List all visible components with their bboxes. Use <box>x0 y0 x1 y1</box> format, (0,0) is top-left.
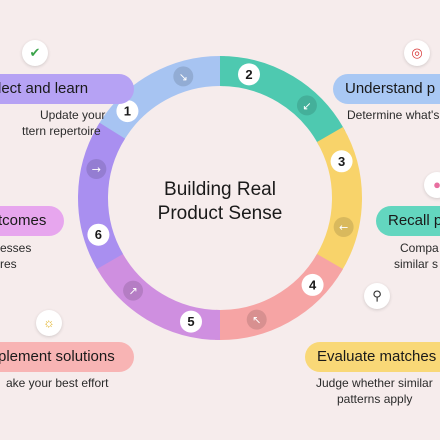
step-2-description-line-2: similar s <box>394 257 438 271</box>
step-number-4: 4 <box>309 277 317 292</box>
ring-segments <box>78 56 362 340</box>
step-badge-4 <box>301 273 324 296</box>
arrow-dot-6 <box>86 158 107 179</box>
arrow-dot-4 <box>246 309 267 330</box>
step-6-description-line-1: Update your <box>40 108 106 122</box>
step-5-label: tcomes <box>0 206 64 236</box>
step-5-description-line-2: res <box>0 257 17 271</box>
step-badge-6 <box>87 223 110 246</box>
arrow-icon-3: ← <box>339 221 348 234</box>
arrow-dot-1 <box>173 66 194 87</box>
step-2-description-line-1: Compa <box>400 241 439 255</box>
step-number-badges: 1 2 3 4 5 6 <box>87 63 353 333</box>
ring-segment-1 <box>97 56 225 143</box>
step-6-description-line-2: ttern repertoire <box>22 124 101 138</box>
title-line-2: Product Sense <box>157 203 283 224</box>
ring-segment-4 <box>215 253 343 340</box>
step-badge-3 <box>330 150 353 173</box>
step-4-label: plement solutions <box>0 342 134 372</box>
checkmark-icon: ✔ <box>22 40 48 66</box>
brain-icon: ● <box>424 172 440 198</box>
arrow-dot-2 <box>296 95 317 116</box>
step-2-label: Recall p <box>376 206 440 236</box>
lightbulb-icon: ☼ <box>36 310 62 336</box>
arrow-icon-6: → <box>92 163 101 176</box>
step-3-label: Evaluate matches <box>305 342 440 372</box>
step-number-6: 6 <box>95 227 102 242</box>
arrow-dot-3 <box>333 217 354 238</box>
title-line-1: Building Real <box>164 179 276 200</box>
step-3-description-line-1: Judge whether similar <box>316 376 433 390</box>
arrow-icon-5: ↗ <box>128 285 137 298</box>
ring-segment-3 <box>314 127 362 274</box>
magnifier-icon: ⚲ <box>364 283 390 309</box>
arrow-icon-2: ↙ <box>302 99 311 112</box>
ring-arrows: ↘ ↙ ← ↖ ↗ → <box>86 66 354 330</box>
target-icon: ◎ <box>404 40 430 66</box>
step-3-description-line-2: patterns apply <box>337 392 413 406</box>
step-6-label: lect and learn <box>0 74 134 104</box>
arrow-icon-1: ↘ <box>179 70 188 83</box>
arrow-dot-5 <box>123 280 144 301</box>
diagram-title: Building Real Product Sense <box>120 178 320 226</box>
step-1-description-line-1: Determine what's <box>347 108 440 122</box>
ring-segment-6 <box>78 122 126 269</box>
step-number-2: 2 <box>245 67 252 82</box>
step-badge-1 <box>116 100 139 123</box>
step-badge-5 <box>179 310 202 333</box>
ring-segment-5 <box>94 250 221 340</box>
step-number-3: 3 <box>338 154 345 169</box>
step-number-1: 1 <box>124 104 131 119</box>
ring-segment-2 <box>219 56 346 146</box>
step-badge-2 <box>238 63 261 86</box>
arrow-icon-4: ↖ <box>252 314 261 327</box>
step-4-description-line-1: ake your best effort <box>6 376 109 390</box>
step-number-5: 5 <box>187 314 194 329</box>
step-1-label: Understand p <box>333 74 440 104</box>
step-5-description-line-1: esses <box>0 241 32 255</box>
